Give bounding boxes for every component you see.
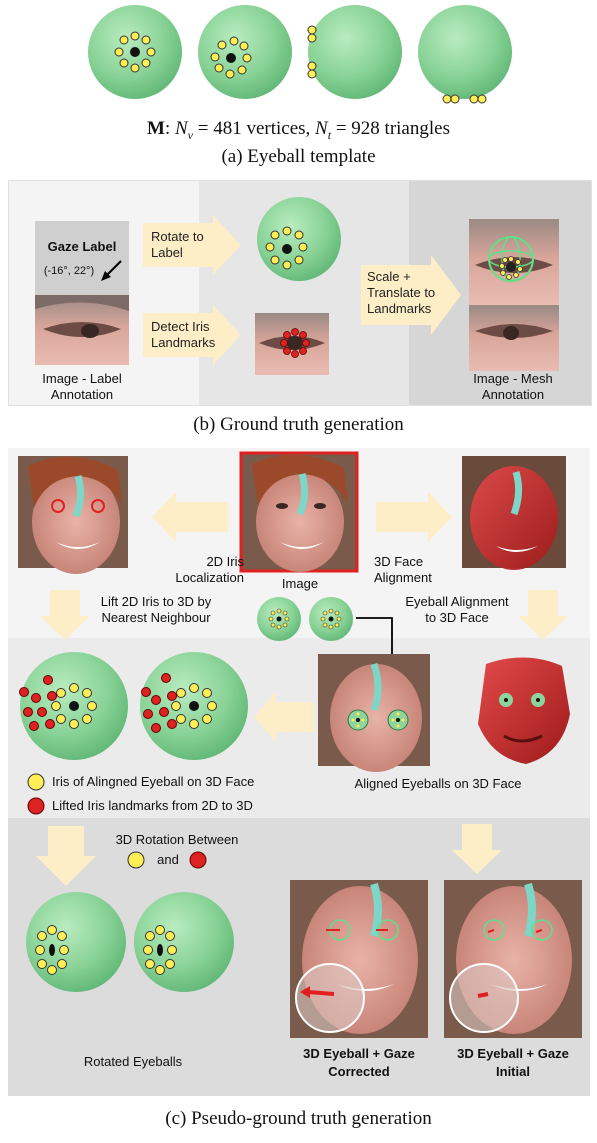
result-gaze-corrected xyxy=(290,880,428,1038)
panel-c-caption: (c) Pseudo-ground truth generation xyxy=(0,1108,597,1130)
rotation-yellow-dot xyxy=(126,850,146,870)
face-aligned-eyeballs xyxy=(318,654,430,766)
gaze-initial-line2: Initial xyxy=(434,1064,592,1080)
gaze-corrected-line1: 3D Eyeball + Gaze xyxy=(280,1046,438,1062)
eyeball-top-view xyxy=(410,0,520,110)
arrow-right-face-alignment xyxy=(376,492,452,542)
arrow-down-aligned-result xyxy=(452,824,502,874)
gaze-label-value: (-16°, 22°) xyxy=(29,263,109,279)
rotation-between-text: 3D Rotation Between xyxy=(102,832,252,848)
rotate-to-label-text: Rotate to Label xyxy=(151,229,217,261)
iris-localization-text: 2D Iris Localization xyxy=(154,554,244,586)
rotation-and-text: and xyxy=(148,852,188,868)
lifted-eyeball-left xyxy=(12,648,132,768)
detect-iris-text: Detect Iris Landmarks xyxy=(151,319,217,351)
gaze-label-title: Gaze Label xyxy=(35,239,129,255)
panel-a-caption: (a) Eyeball template xyxy=(0,146,597,168)
legend-yellow-dot xyxy=(26,772,46,792)
arrow-down-lift-iris xyxy=(40,590,90,640)
arrow-down-eyeball-alignment xyxy=(518,590,568,640)
eye-image-mesh-plain xyxy=(469,305,559,371)
image-label-text: Image xyxy=(270,576,330,592)
panel-b-caption: (b) Ground truth generation xyxy=(0,414,597,436)
arrow-left-aligned xyxy=(254,692,314,742)
face-iris-localized xyxy=(18,456,128,568)
aligned-eyeballs-text: Aligned Eyeballs on 3D Face xyxy=(338,776,538,792)
eyeball-alignment-text: Eyeball Alignment to 3D Face xyxy=(402,594,512,626)
input-face-image xyxy=(240,452,358,572)
eye-image-mesh-overlay xyxy=(469,219,559,305)
rotated-eyeball-b xyxy=(249,189,349,289)
rotation-red-dot xyxy=(188,850,208,870)
legend-red-text: Lifted Iris landmarks from 2D to 3D xyxy=(52,798,292,814)
scale-translate-text: Scale + Translate to Landmarks xyxy=(367,269,441,317)
legend-red-dot xyxy=(26,796,46,816)
image-label-annotation-text: Image - Label Annotation xyxy=(23,371,141,403)
gaze-corrected-line2: Corrected xyxy=(280,1064,438,1080)
panel-a-eyeball-template: M: Nv = 481 vertices, Nt = 928 triangles… xyxy=(0,0,597,180)
face-3d-aligned xyxy=(462,456,566,568)
eyeball-oblique-view xyxy=(190,0,300,110)
eye-image-label xyxy=(35,295,129,365)
lift-iris-text: Lift 2D Iris to 3D by Nearest Neighbour xyxy=(96,594,216,626)
result-gaze-initial xyxy=(444,880,582,1038)
mesh-stats-equation: M: Nv = 481 vertices, Nt = 928 triangles xyxy=(0,118,597,143)
arrow-down-rotation xyxy=(36,826,96,886)
rotated-eyeball-bottom-right xyxy=(126,888,236,998)
rotated-eyeballs-text: Rotated Eyeballs xyxy=(68,1054,198,1070)
panel-b-ground-truth: Gaze Label (-16°, 22°) Image - Label Ann… xyxy=(8,180,592,406)
image-mesh-annotation-text: Image - Mesh Annotation xyxy=(449,371,577,403)
face-3d-mesh xyxy=(466,654,576,766)
lifted-eyeball-right xyxy=(132,648,252,768)
rotated-eyeball-bottom-left xyxy=(18,888,128,998)
gaze-direction-arrow-icon xyxy=(99,257,129,287)
legend-yellow-text: Iris of Alingned Eyeball on 3D Face xyxy=(52,774,292,790)
gaze-initial-line1: 3D Eyeball + Gaze xyxy=(434,1046,592,1062)
eyeball-front-view xyxy=(80,0,190,110)
arrow-left-iris-localization xyxy=(152,492,228,542)
template-eyeball-right xyxy=(306,594,356,644)
panel-c-pseudo-ground-truth: Image 2D Iris Localization 3D Face Align… xyxy=(8,448,590,1096)
template-eyeball-left xyxy=(254,594,304,644)
eye-image-landmarks xyxy=(255,313,329,375)
face-alignment-text: 3D Face Alignment xyxy=(374,554,464,586)
eyeball-side-view xyxy=(300,0,410,110)
